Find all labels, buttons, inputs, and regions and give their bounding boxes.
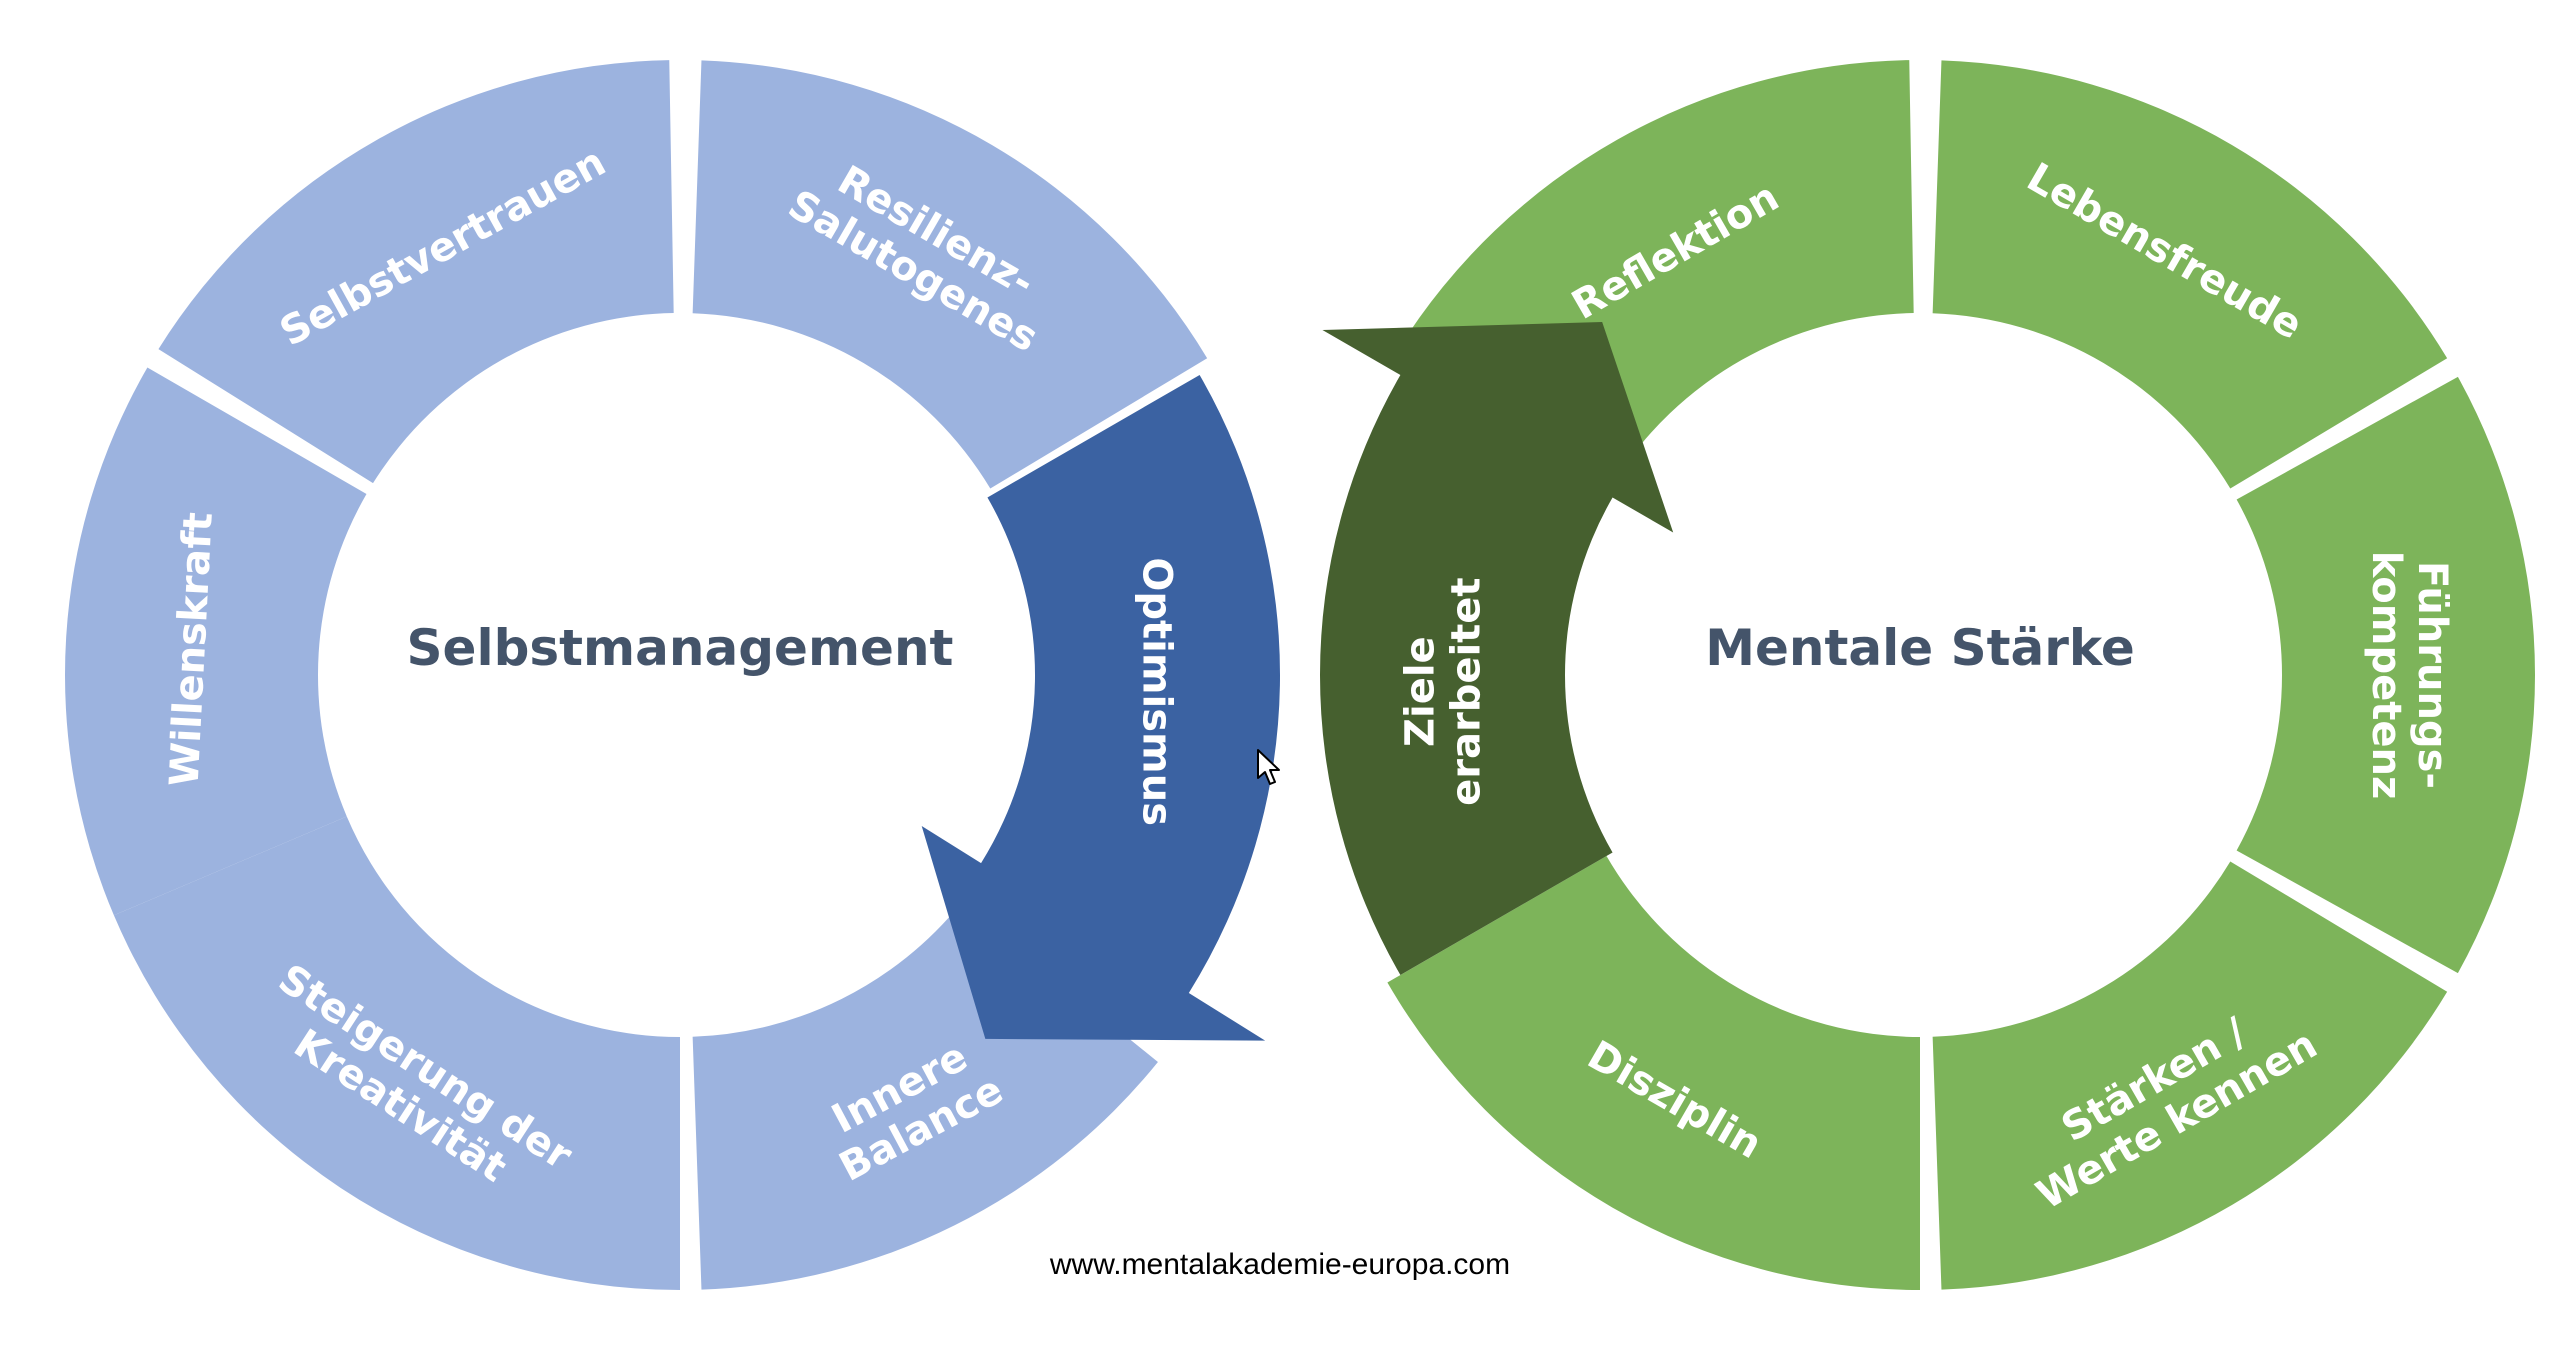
left-segment-4: [65, 367, 367, 916]
footer-url[interactable]: www.mentalakademie-europa.com: [1049, 1248, 1511, 1281]
right-segment-3: [2236, 376, 2535, 974]
right-cycle-title: Mentale Stärke: [1705, 619, 2135, 677]
left-segment-3: [113, 816, 680, 1290]
right-segment-label-3: Führungs-kompetenz: [2363, 551, 2455, 799]
right-segment-label-3-line: kompetenz: [2363, 551, 2409, 799]
left-ring: Resilienz-SalutogenesInnereBalanceSteige…: [65, 60, 1281, 1290]
right-segment-2: [1932, 60, 2448, 489]
left-cycle-title: Selbstmanagement: [407, 619, 954, 677]
mouse-pointer-icon: [1257, 749, 1280, 785]
right-segment-label-3-line: Führungs-: [2409, 561, 2455, 789]
right-arrow-label-line: Ziele: [1397, 636, 1443, 747]
right-segment-5: [1387, 856, 1920, 1290]
left-arrow-label-line: Optimismus: [1134, 557, 1180, 826]
left-segment-1: [692, 60, 1208, 489]
right-arrow-label: Zieleerarbeitet: [1397, 577, 1489, 805]
left-arrow: [921, 375, 1281, 1041]
right-arrow: [1320, 322, 1674, 975]
left-segment-5: [158, 60, 674, 484]
right-arrow-label-line: erarbeitet: [1443, 577, 1489, 805]
right-segment-4: [1932, 861, 2448, 1290]
left-arrow-label: Optimismus: [1134, 557, 1180, 826]
